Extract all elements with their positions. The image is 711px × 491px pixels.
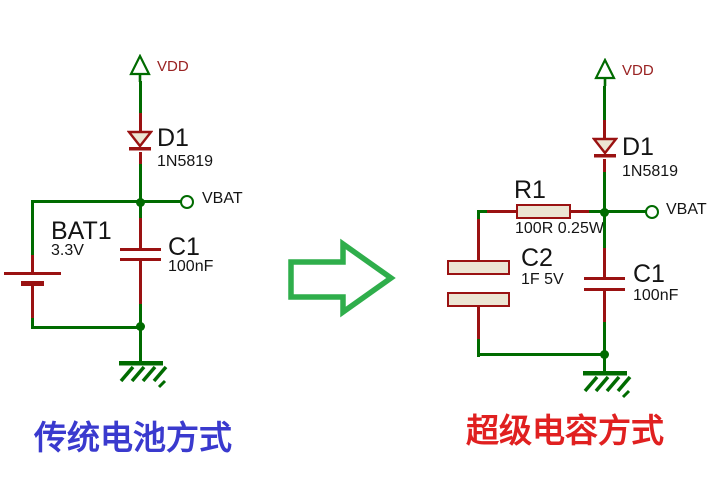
wire-segment <box>603 218 606 248</box>
wire-segment <box>603 210 646 213</box>
capacitor-ref: C1 <box>168 233 200 261</box>
diode-value: 1N5819 <box>622 163 679 180</box>
wire-segment <box>139 113 142 131</box>
right-caption: 超级电容方式 <box>466 414 664 450</box>
wire-segment <box>603 291 606 322</box>
battery-ref: BAT1 <box>51 217 112 245</box>
wire-segment <box>477 353 606 356</box>
wire-segment <box>477 210 487 213</box>
wire-segment <box>603 86 606 120</box>
wire-segment <box>603 159 606 172</box>
wire-segment <box>603 172 606 218</box>
wire-segment <box>603 248 606 278</box>
wire-segment <box>477 219 480 261</box>
wire-segment <box>477 339 480 357</box>
left-caption: 传统电池方式 <box>34 421 232 457</box>
capacitor-plate <box>120 248 161 251</box>
wire-segment <box>139 218 142 249</box>
vdd-power-icon <box>129 54 151 82</box>
junction-dot <box>600 350 609 359</box>
supercap-plate <box>447 292 510 307</box>
battery-value: 3.3V <box>51 242 84 259</box>
battery-long-plate <box>4 272 61 275</box>
resistor-ref: R1 <box>514 176 546 204</box>
capacitor-value: 100nF <box>633 287 679 304</box>
capacitor-plate <box>120 258 161 261</box>
capacitor-value: 100nF <box>168 258 214 275</box>
ground-icon <box>583 371 632 399</box>
wire-segment <box>139 164 142 218</box>
wire-segment <box>139 304 142 364</box>
resistor-value: 100R 0.25W <box>515 220 604 237</box>
vdd-label: VDD <box>622 62 654 79</box>
diode-icon <box>592 137 618 158</box>
diode-ref: D1 <box>622 133 654 161</box>
wire-segment <box>487 210 517 213</box>
arrow-icon <box>288 238 396 318</box>
supercap-value: 1F 5V <box>521 271 564 288</box>
capacitor-plate <box>584 288 625 291</box>
wire-segment <box>31 286 34 318</box>
diode-value: 1N5819 <box>157 153 214 170</box>
capacitor-plate <box>584 277 625 280</box>
capacitor-ref: C1 <box>633 260 665 288</box>
vbat-port-icon <box>180 195 194 209</box>
wire-segment <box>31 255 34 273</box>
wire-segment <box>31 200 34 255</box>
wire-segment <box>603 120 606 138</box>
wire-segment <box>31 326 141 329</box>
resistor-body <box>516 204 571 219</box>
wire-segment <box>31 318 34 329</box>
wire-segment <box>603 322 606 372</box>
vbat-port-icon <box>645 205 659 219</box>
supercap-plate <box>447 260 510 275</box>
vbat-label: VBAT <box>202 190 243 207</box>
diode-ref: D1 <box>157 124 189 152</box>
supercap-ref: C2 <box>521 244 553 272</box>
wire-segment <box>589 210 605 213</box>
battery-short-plate <box>21 281 44 286</box>
vdd-power-icon <box>594 58 616 86</box>
diode-icon <box>127 130 153 151</box>
wire-segment <box>139 261 142 304</box>
ground-icon <box>119 361 168 389</box>
wire-segment <box>139 81 142 113</box>
wire-segment <box>477 306 480 339</box>
vdd-label: VDD <box>157 58 189 75</box>
wire-segment <box>31 200 181 203</box>
wire-segment <box>477 212 480 219</box>
wire-segment <box>570 210 589 213</box>
junction-dot <box>136 322 145 331</box>
wire-segment <box>139 152 142 164</box>
vbat-label: VBAT <box>666 201 707 218</box>
